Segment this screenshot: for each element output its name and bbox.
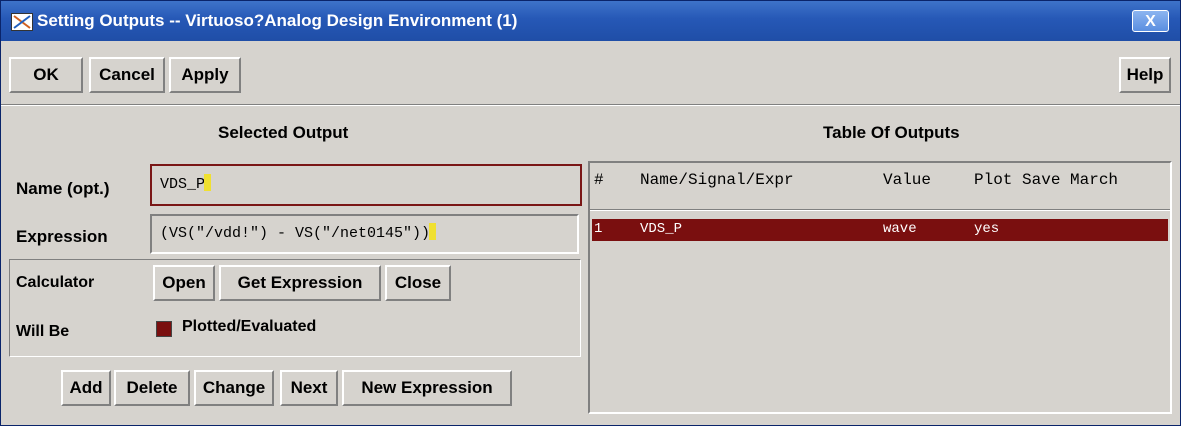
close-window-button[interactable]: X [1132,10,1169,32]
app-icon [11,13,33,31]
will-be-label: Will Be [16,323,70,340]
text-cursor [429,223,437,240]
expression-field[interactable]: (VS("/vdd!") - VS("/net0145")) [150,214,579,254]
column-header-index: # [594,171,604,189]
row-index: 1 [594,221,603,237]
row-value: wave [883,221,917,237]
expression-field-value: (VS("/vdd!") - VS("/net0145")) [160,225,431,242]
calculator-label: Calculator [16,274,95,291]
name-field-value: VDS_P [160,176,206,193]
next-button[interactable]: Next [280,370,338,406]
plotted-label: Plotted/Evaluated [182,318,317,335]
window-title: Setting Outputs -- Virtuoso?Analog Desig… [37,11,518,30]
column-header-name: Name/Signal/Expr [640,171,794,189]
close-icon: X [1145,13,1156,30]
toolbar-divider [1,104,1180,106]
text-cursor [204,174,212,191]
calculator-open-button[interactable]: Open [153,265,215,301]
calculator-group [9,259,581,357]
column-header-plot: Plot Save March [974,171,1119,189]
column-header-value: Value [883,171,932,189]
change-button[interactable]: Change [194,370,274,406]
table-row[interactable]: 1 VDS_P wave yes [592,219,1168,241]
outputs-table[interactable]: # Name/Signal/Expr Value Plot Save March… [588,161,1172,414]
expression-label: Expression [16,227,108,246]
row-plot: yes [974,221,1000,237]
name-label: Name (opt.) [16,179,110,198]
selected-output-heading: Selected Output [218,123,349,142]
row-name: VDS_P [640,221,683,237]
table-header-divider [590,209,1170,211]
ok-button[interactable]: OK [9,57,83,93]
plotted-checkbox[interactable] [156,321,172,337]
cancel-button[interactable]: Cancel [89,57,165,93]
delete-button[interactable]: Delete [114,370,190,406]
calculator-close-button[interactable]: Close [385,265,451,301]
table-of-outputs-heading: Table Of Outputs [823,123,960,142]
new-expression-button[interactable]: New Expression [342,370,512,406]
name-field[interactable]: VDS_P [150,164,582,206]
add-button[interactable]: Add [61,370,111,406]
help-button[interactable]: Help [1119,57,1171,93]
apply-button[interactable]: Apply [169,57,241,93]
get-expression-button[interactable]: Get Expression [219,265,381,301]
title-bar[interactable]: Setting Outputs -- Virtuoso?Analog Desig… [1,1,1180,41]
